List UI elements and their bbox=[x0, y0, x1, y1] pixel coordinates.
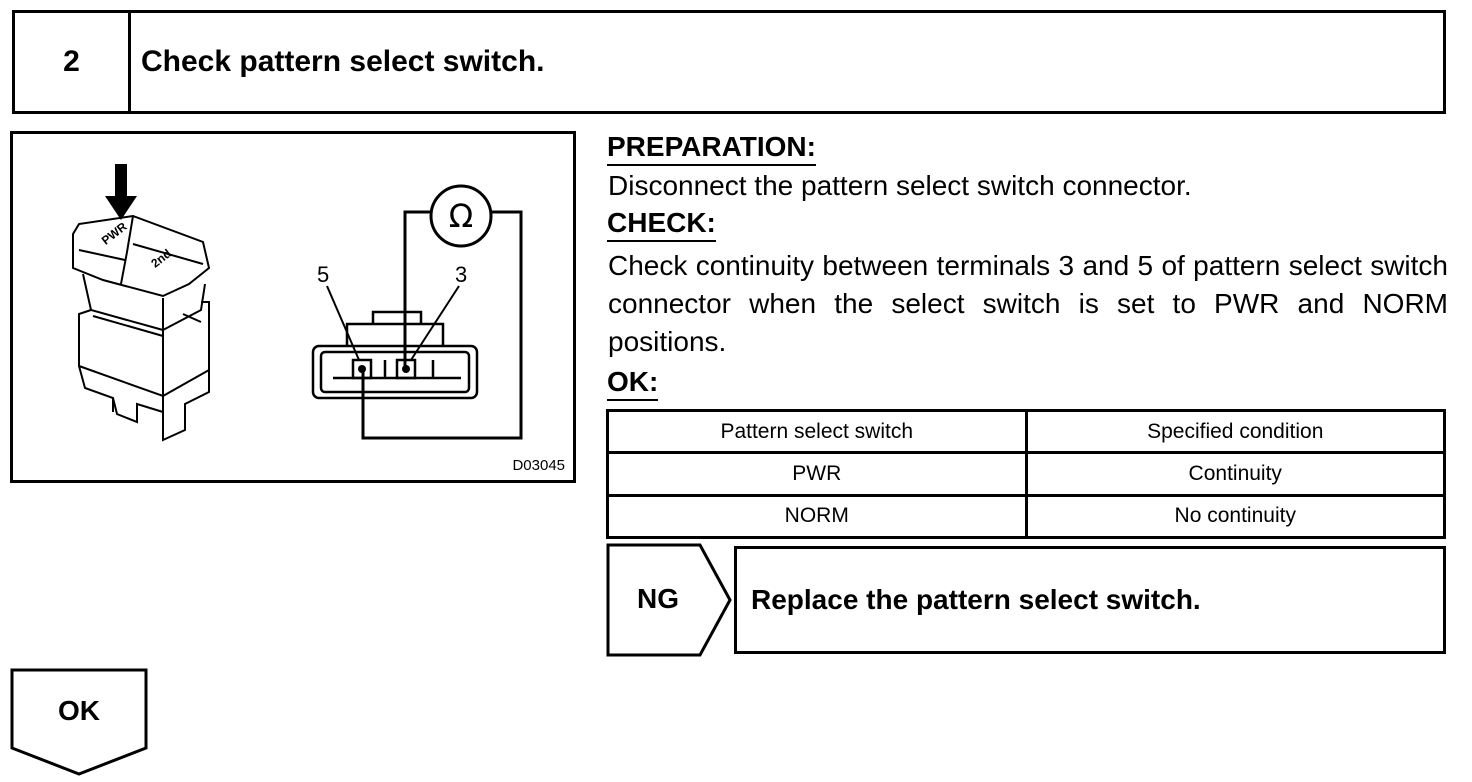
terminal-pointers bbox=[326, 285, 460, 361]
ok-result-label: OK bbox=[58, 695, 100, 726]
step-title: Check pattern select switch. bbox=[141, 45, 545, 78]
table-header-cell: Pattern select switch bbox=[606, 408, 1028, 455]
ok-arrow-icon bbox=[10, 668, 148, 776]
table-row: NORM No continuity bbox=[606, 493, 1446, 540]
connector-icon bbox=[311, 310, 479, 400]
table-row: PWR Continuity bbox=[606, 451, 1446, 497]
table-header-cell: Specified condition bbox=[1024, 408, 1446, 455]
specification-table: Pattern select switch Specified conditio… bbox=[606, 408, 1446, 540]
pattern-select-switch-icon bbox=[72, 214, 211, 442]
ng-arrow-icon bbox=[606, 543, 732, 657]
meter-leads bbox=[361, 210, 523, 440]
switch-connector-illustration: PWR 2nd Ω 5 3 bbox=[72, 164, 523, 442]
preparation-heading: PREPARATION: bbox=[607, 131, 816, 166]
table-cell: Continuity bbox=[1024, 451, 1446, 497]
table-header-row: Pattern select switch Specified conditio… bbox=[606, 408, 1446, 455]
terminal-label-5: 5 bbox=[317, 262, 329, 287]
ok-heading: OK: bbox=[607, 366, 659, 401]
ng-action-box: Replace the pattern select switch. bbox=[734, 546, 1446, 654]
check-text: Check continuity between terminals 3 and… bbox=[608, 250, 1448, 357]
table-cell: NORM bbox=[606, 493, 1028, 540]
terminal-label-3: 3 bbox=[455, 262, 467, 287]
figure-code: D03045 bbox=[512, 457, 565, 474]
check-heading: CHECK: bbox=[607, 207, 716, 242]
switch-figure: PWR 2nd Ω 5 3 bbox=[10, 131, 576, 483]
press-arrow-icon bbox=[105, 164, 137, 220]
svg-text:Ω: Ω bbox=[449, 197, 473, 235]
preparation-text: Disconnect the pattern select switch con… bbox=[608, 170, 1192, 201]
switch-label-pwr: PWR bbox=[99, 219, 130, 247]
step-header: 2 Check pattern select switch. bbox=[12, 10, 1446, 114]
table-cell: No continuity bbox=[1024, 493, 1446, 540]
ohmmeter-icon: Ω bbox=[429, 184, 493, 248]
ng-label: NG bbox=[637, 583, 679, 614]
table-cell: PWR bbox=[606, 451, 1028, 497]
step-number: 2 bbox=[15, 13, 131, 111]
